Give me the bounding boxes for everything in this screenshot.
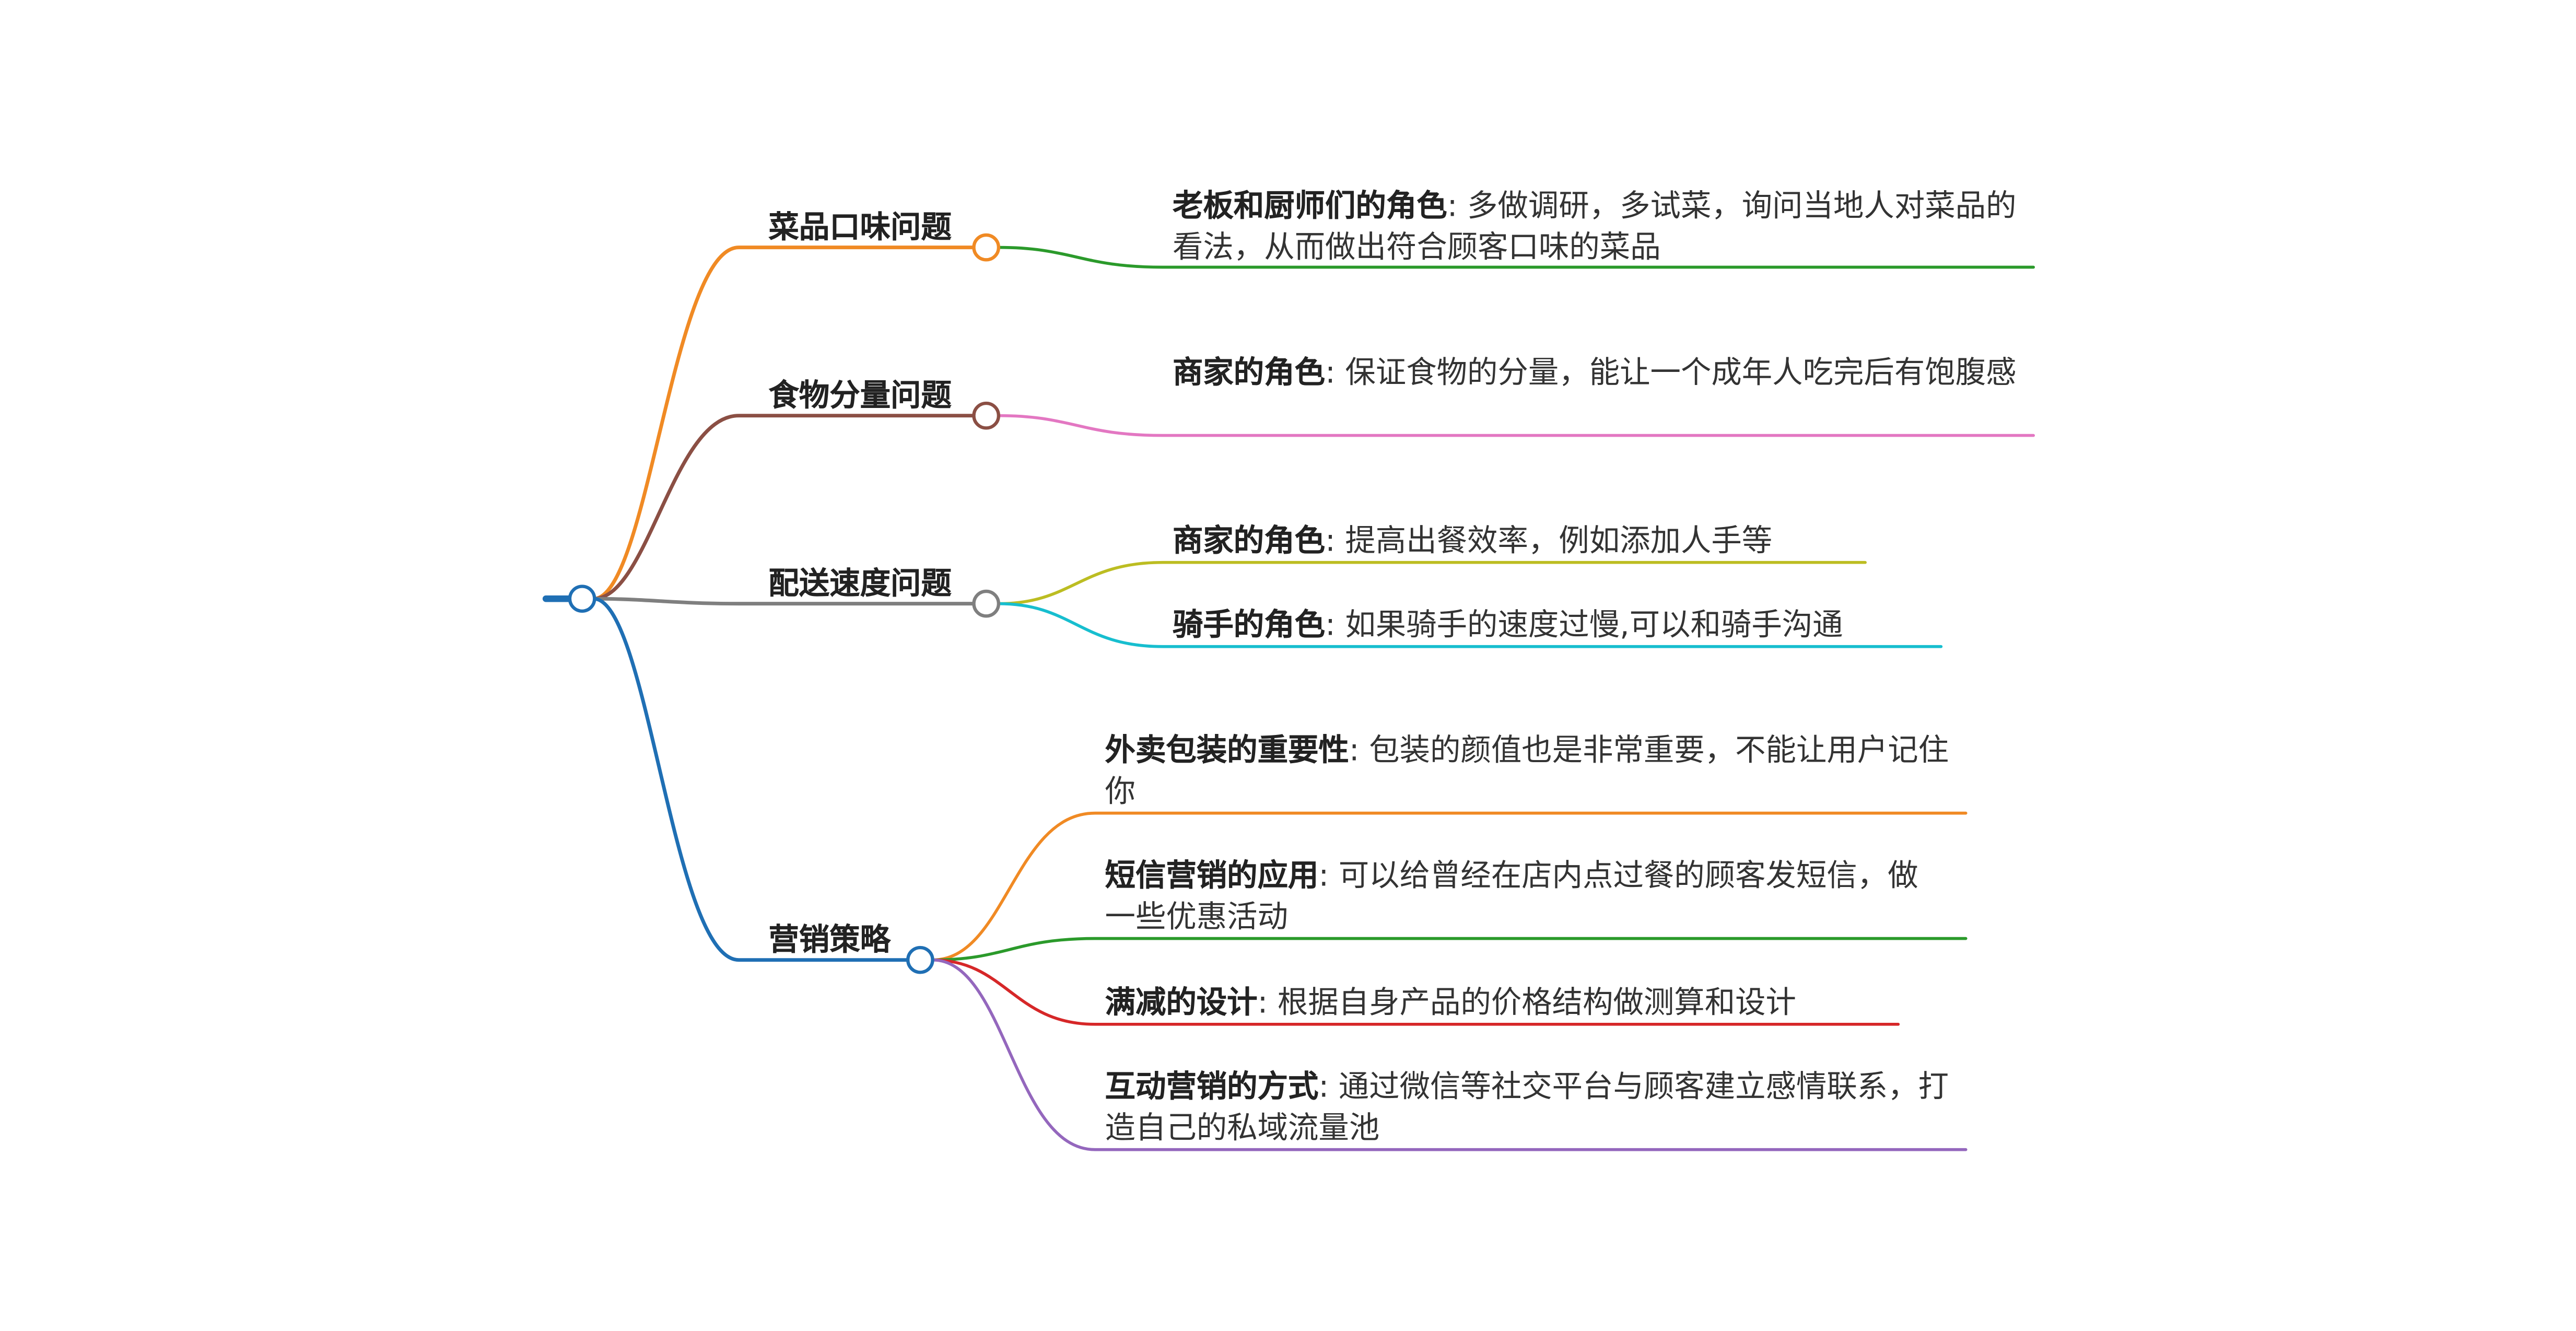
branch-node xyxy=(972,401,1001,430)
branch-node xyxy=(972,233,1001,262)
leaf-value: 根据自身产品的价格结构做测算和设计 xyxy=(1277,986,1797,1021)
leaf-value: 多做调研，多试菜，询问当地人对菜品的看法，从而做出符合顾客口味的菜品 xyxy=(1172,190,2017,266)
leaf-taste-chef: 老板和厨师们的角色: 多做调研，多试菜，询问当地人对菜品的看法，从而做出符合顾客… xyxy=(1173,186,2027,269)
leaf-delivery-rider: 骑手的角色: 如果骑手的速度过慢,可以和骑手沟通 xyxy=(1173,605,1948,647)
leaf-connector xyxy=(997,602,1943,648)
branch-connector xyxy=(592,414,976,601)
leaf-connector xyxy=(997,246,2035,269)
root-node xyxy=(568,585,596,613)
leaf-sep: : xyxy=(1325,524,1336,559)
leaf-key: 商家的角色 xyxy=(1172,356,1326,391)
leaf-sep: : xyxy=(1325,356,1336,391)
branch-connector xyxy=(592,597,976,606)
leaf-connector xyxy=(931,937,1968,962)
leaf-sep: : xyxy=(1257,986,1268,1021)
leaf-sep: : xyxy=(1447,190,1458,225)
leaf-value: 保证食物的分量，能让一个成年人吃完后有饱腹感 xyxy=(1345,356,2017,391)
leaf-delivery-merchant: 商家的角色: 提高出餐效率，例如添加人手等 xyxy=(1173,521,1882,563)
leaf-marketing-interactive: 互动营销的方式: 通过微信等社交平台与顾客建立感情联系，打造自己的私域流量池 xyxy=(1105,1067,1960,1150)
leaf-marketing-discount: 满减的设计: 根据自身产品的价格结构做测算和设计 xyxy=(1105,983,1913,1024)
branch-node xyxy=(972,589,1001,618)
leaf-value: 提高出餐效率，例如添加人手等 xyxy=(1345,524,1773,559)
leaf-value: 包装的颜值也是非常重要，不能让用户记住你 xyxy=(1105,734,1949,810)
branch-connector xyxy=(592,246,976,601)
leaf-connector xyxy=(931,811,1968,962)
leaf-sep: : xyxy=(1349,734,1360,769)
leaf-marketing-sms: 短信营销的应用: 可以给曾经在店内点过餐的顾客发短信，做一些优惠活动 xyxy=(1105,856,1922,939)
branch-label-portion: 食物分量问题 xyxy=(768,379,952,414)
leaf-key: 商家的角色 xyxy=(1172,524,1326,559)
leaf-connector xyxy=(997,561,1867,605)
leaf-connector xyxy=(931,958,1968,1151)
leaf-key: 短信营销的应用 xyxy=(1105,859,1319,894)
branch-label-delivery: 配送速度问题 xyxy=(768,567,952,602)
leaf-key: 互动营销的方式 xyxy=(1105,1070,1319,1105)
leaf-key: 骑手的角色 xyxy=(1172,609,1326,644)
leaf-sep: : xyxy=(1318,859,1329,894)
leaf-sep: : xyxy=(1318,1070,1329,1105)
leaf-key: 老板和厨师们的角色 xyxy=(1172,190,1447,225)
branch-node xyxy=(906,945,934,974)
leaf-connector xyxy=(931,958,1900,1026)
leaf-key: 外卖包装的重要性 xyxy=(1105,734,1349,769)
leaf-value: 通过微信等社交平台与顾客建立感情联系，打造自己的私域流量池 xyxy=(1105,1070,1949,1147)
leaf-value: 如果骑手的速度过慢,可以和骑手沟通 xyxy=(1345,609,1843,644)
branch-label-taste: 菜品口味问题 xyxy=(768,211,952,246)
leaf-connector xyxy=(997,414,2035,437)
leaf-key: 满减的设计 xyxy=(1105,986,1258,1021)
leaf-portion-merchant: 商家的角色: 保证食物的分量，能让一个成年人吃完后有饱腹感 xyxy=(1173,353,2027,394)
branch-label-marketing: 营销策略 xyxy=(768,924,891,959)
leaf-marketing-packaging: 外卖包装的重要性: 包装的颜值也是非常重要，不能让用户记住你 xyxy=(1105,731,1960,813)
leaf-value: 可以给曾经在店内点过餐的顾客发短信，做一些优惠活动 xyxy=(1105,859,1918,936)
branch-connector xyxy=(592,597,910,962)
leaf-sep: : xyxy=(1325,609,1336,644)
